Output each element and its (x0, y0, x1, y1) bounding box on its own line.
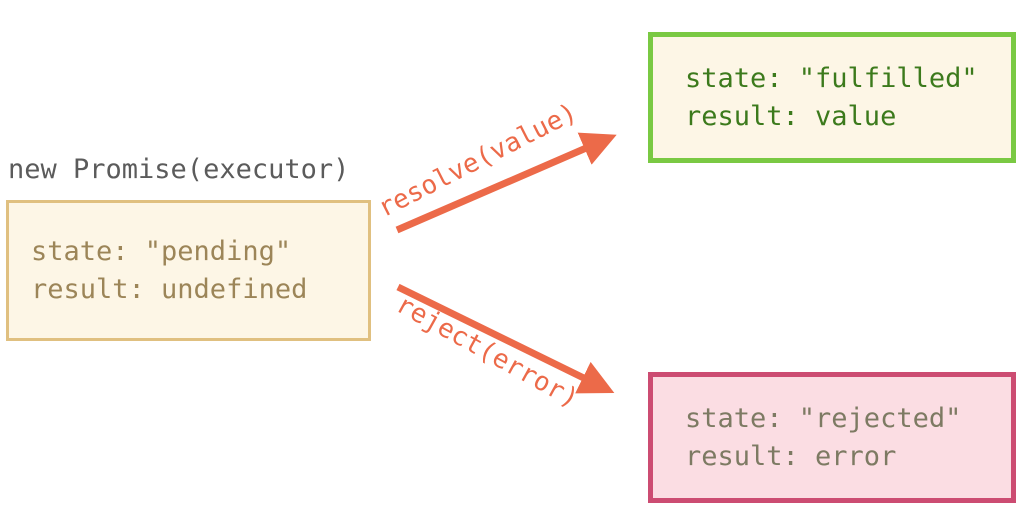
state-box-rejected: state: "rejected" result: error (648, 372, 1016, 503)
rejected-state-line: state: "rejected" (685, 402, 962, 434)
fulfilled-result-line: result: value (685, 100, 897, 132)
edge-label-reject: reject(error) (391, 289, 584, 415)
state-box-pending: state: "pending" result: undefined (6, 200, 371, 341)
edge-label-resolve: resolve(value) (373, 97, 583, 224)
rejected-result-line: result: error (685, 440, 897, 472)
fulfilled-state-line: state: "fulfilled" (685, 62, 978, 94)
pending-state-line: state: "pending" (31, 235, 292, 267)
promise-constructor-label: new Promise(executor) (8, 154, 350, 185)
pending-result-line: result: undefined (31, 273, 308, 305)
state-box-fulfilled: state: "fulfilled" result: value (648, 32, 1016, 163)
